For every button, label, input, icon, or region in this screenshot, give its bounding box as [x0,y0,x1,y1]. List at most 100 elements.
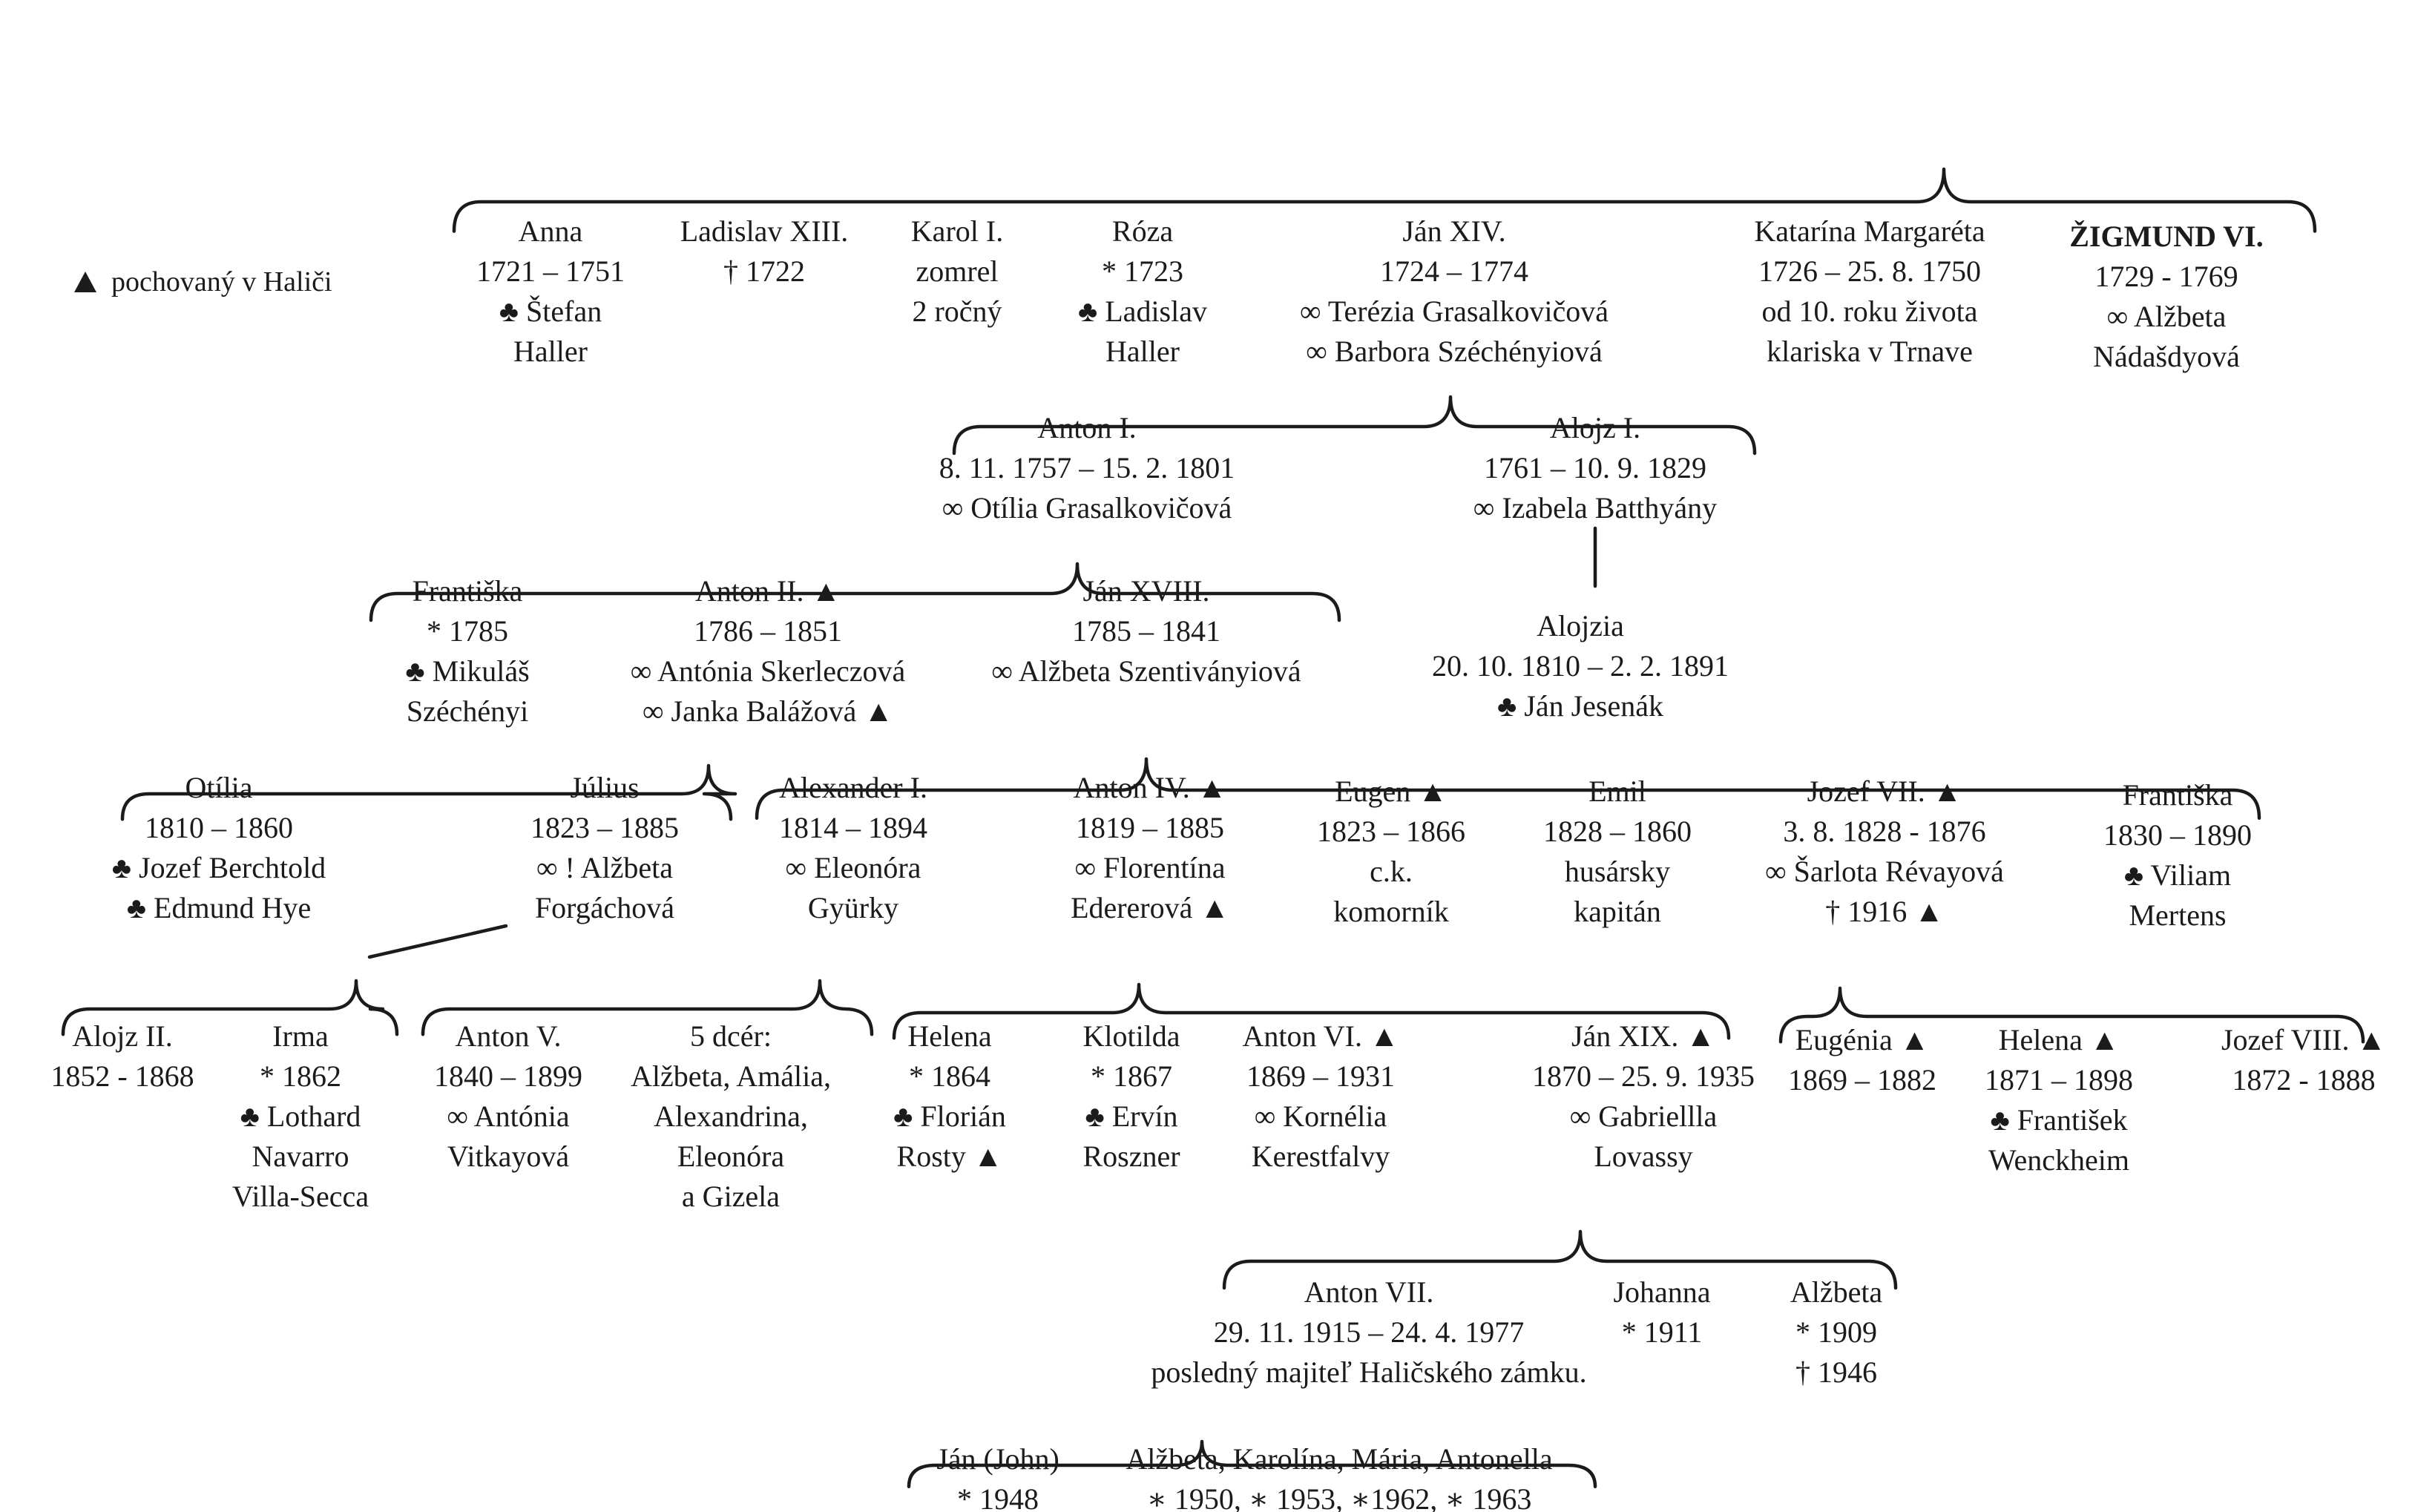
person-line: Anton VI. ▲ [1242,1019,1399,1053]
person-line: * 1867 [1091,1059,1172,1093]
person-line: * 1911 [1622,1315,1703,1349]
person-line: ∞ Otília Grasalkovičová [942,491,1232,525]
person-line: Eleonóra [677,1140,785,1173]
brace-line [907,1439,1597,1489]
person-line: Mertens [2129,898,2226,932]
person-line: Alžbeta [1790,1275,1883,1309]
person-line: Széchényi [407,694,528,728]
person-line: Ladislav XIII. [680,214,849,248]
person-line: ∞ Florentína [1075,851,1226,884]
person-line: Alexander I. [779,771,927,804]
person-line: Anton II. ▲ [695,574,841,608]
person-line: ♣ Ervín [1085,1100,1177,1133]
person-line: Edererová ▲ [1071,891,1229,924]
person-line: Ján XVIII. [1082,574,1209,608]
person-line: Alojzia [1537,609,1624,642]
person-alojz1: Alojz I.1761 – 10. 9. 1829∞ Izabela Batt… [1473,411,1717,525]
person-line: Helena [907,1019,992,1053]
person-line: Róza [1112,214,1173,248]
person-dcery: 5 dcér:Alžbeta, Amália,Alexandrina,Eleon… [631,1019,831,1213]
person-line: Wenckheim [1988,1143,2129,1177]
person-line: Františka [2123,778,2233,812]
person-line: Villa-Secca [232,1180,369,1213]
person-line: 1814 – 1894 [779,811,927,844]
person-line: 1786 – 1851 [694,614,842,648]
person-line: 1785 – 1841 [1072,614,1220,648]
person-jan19: Ján XIX. ▲1870 – 25. 9. 1935∞ Gabriellla… [1532,1019,1755,1173]
connector-lines [367,526,1597,959]
person-line: * 1864 [909,1059,990,1093]
person-line: posledný majiteľ Haličského zámku. [1151,1355,1586,1389]
person-line: 1823 – 1866 [1317,815,1465,848]
brace-line [952,395,1757,456]
person-line: 1828 – 1860 [1543,815,1692,848]
person-anton2: Anton II. ▲1786 – 1851∞ Antónia Skerlecz… [631,574,906,728]
brace-line [120,763,737,821]
brace-line [421,979,874,1036]
person-line: * 1723 [1102,254,1183,288]
person-line: Ján XIV. [1402,214,1505,248]
person-line: ∗ 1950, ∗ 1953, ∗1962, ∗ 1963 [1147,1482,1532,1512]
person-line: 1819 – 1885 [1076,811,1224,844]
person-line: 1870 – 25. 9. 1935 [1532,1059,1755,1093]
person-line: 1724 – 1774 [1380,254,1528,288]
person-line: klariska v Trnave [1767,335,1973,368]
person-line: Katarína Margaréta [1754,214,1985,248]
person-line: 1726 – 25. 8. 1750 [1758,254,1981,288]
brace-line [61,979,399,1036]
person-line: Navarro [252,1140,349,1173]
person-line: 1810 – 1860 [145,811,293,844]
person-line: Haller [513,335,588,368]
person-line: Anna [519,214,583,248]
brace-line [369,562,1341,622]
person-line: 29. 11. 1915 – 24. 4. 1977 [1214,1315,1525,1349]
brace-line [452,167,2317,233]
person-line: * 1785 [427,614,508,648]
person-line: Alojz I. [1550,411,1640,444]
person-line: Vitkayová [447,1140,569,1173]
person-line: Forgáchová [535,891,674,924]
person-line: ∞ ! Alžbeta [536,851,673,884]
legend-text: pochovaný v Haliči [111,266,332,298]
person-line: komorník [1333,895,1449,928]
person-line: Lovassy [1594,1140,1692,1173]
person-line: * 1909 [1795,1315,1877,1349]
person-ladislav13: Ladislav XIII.† 1722 [680,214,849,288]
person-line: Otília [185,771,252,804]
brace-line [755,757,2261,821]
triangle-icon [74,272,96,292]
person-line: ∞ Terézia Grasalkovičová [1300,295,1609,328]
person-line: 1729 - 1769 [2094,260,2238,293]
person-line: ∞ Alžbeta [2107,300,2227,333]
person-line: a Gizela [682,1180,780,1213]
person-line: 5 dcér: [690,1019,772,1053]
person-line: Rosty ▲ [897,1140,1003,1173]
person-line: † 1916 ▲ [1825,895,1944,928]
brace-line [1778,986,2365,1044]
person-line: Jozef VII. ▲ [1807,775,1962,808]
person-line: 1869 – 1931 [1246,1059,1395,1093]
person-line: ♣ František [1990,1103,2127,1137]
person-line: Gyürky [808,891,898,924]
person-line: 1852 - 1868 [50,1059,194,1093]
person-jan18: Ján XVIII.1785 – 1841∞ Alžbeta Szentiván… [991,574,1301,688]
person-line: zomrel [916,254,998,288]
person-line: * 1948 [957,1482,1039,1512]
person-line: 1869 – 1882 [1788,1063,1936,1097]
person-jozef8: Jozef VIII. ▲1872 - 1888 [2221,1023,2386,1097]
person-line: ♣ Jozef Berchtold [112,851,326,884]
person-line: 1721 – 1751 [476,254,625,288]
person-line: ∞ Izabela Batthyány [1473,491,1717,525]
person-line: 8. 11. 1757 – 15. 2. 1801 [939,451,1235,484]
person-line: 20. 10. 1810 – 2. 2. 1891 [1432,649,1729,683]
person-jozef7: Jozef VII. ▲3. 8. 1828 - 1876∞ Šarlota R… [1765,775,2004,928]
